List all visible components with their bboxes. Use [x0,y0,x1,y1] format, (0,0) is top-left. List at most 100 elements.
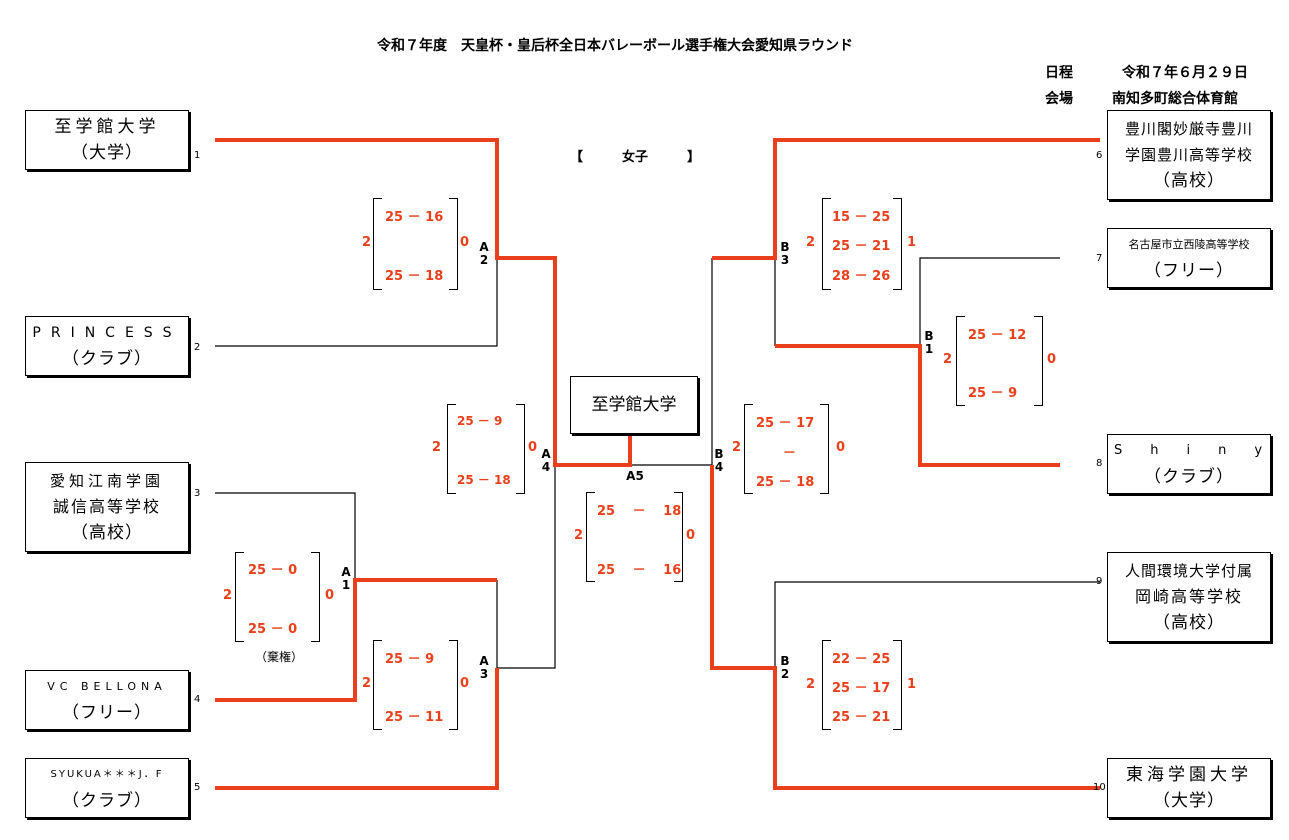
set-score: 28 － 26 [832,269,891,284]
match-score-left: 2 [574,528,584,543]
team-category: （フリー） [1144,261,1234,281]
set-score: 25 － 18 [385,269,444,284]
set-score: 25 － 11 [385,710,444,725]
match-score-left: 2 [223,588,233,603]
set-score: 25 － 0 [248,563,298,578]
set-score: 22 － 25 [832,652,891,667]
score-bracket-right [516,404,525,494]
seed-number: 2 [194,342,201,353]
team-category: （高校） [1153,171,1225,191]
match-label: A5 [626,469,644,483]
date-label: 日程 [1045,65,1073,81]
date-value: 令和７年６月２９日 [1122,65,1248,81]
team-4: VC BELLONA （フリー） [25,670,189,730]
match-score-right: 0 [528,440,538,455]
seed-number: 5 [194,782,201,793]
team-category: （クラブ） [62,791,152,811]
seed-number: 10 [1093,782,1106,793]
score-bracket-right [449,198,458,290]
team-name: SYUKUA＊＊＊J．F [50,769,164,780]
team-7: 名古屋市立西陵高等学校 （フリー） [1107,228,1271,288]
team-9: 人間環境大学付属 岡崎高等学校 （高校） [1107,552,1271,642]
set-score: 25 － 9 [457,414,503,428]
venue-label: 会場 [1045,91,1073,107]
set-score: 25 － 18 [756,475,815,490]
score-bracket-right [674,492,683,582]
score-bracket-left [235,552,244,642]
set-score: 25 － 18 [597,504,682,519]
set-score: 25 － 0 [248,622,298,637]
venue-value: 南知多町総合体育館 [1112,91,1238,107]
set-score: 25 － 16 [597,563,682,578]
team-name-line-2: 誠信高等学校 [52,497,161,516]
score-bracket-left [447,404,456,494]
team-category: （高校） [1153,613,1225,633]
match-score-right: 0 [460,235,470,250]
match-score-left: 2 [806,235,816,250]
team-category: （クラブ） [62,349,152,369]
match-score-left: 2 [362,235,372,250]
team-category: （クラブ） [1144,467,1234,487]
score-bracket-right [1034,316,1043,406]
team-name: PRINCESS [32,325,182,341]
team-3: 愛知江南学園 誠信高等学校 （高校） [25,462,189,552]
team-1: 至学館大学 （大学） [25,110,189,170]
set-score: 25 － 9 [385,652,435,667]
seed-number: 8 [1096,458,1103,469]
score-bracket-left [822,640,831,730]
seed-number: 6 [1096,150,1103,161]
set-score: 25 － 21 [832,239,891,254]
seed-number: 4 [194,694,201,705]
team-name-line-1: 豊川閣妙厳寺豊川 [1124,120,1253,138]
team-name: 至学館大学 [54,117,160,137]
team-10: 東海学園大学 （大学） [1107,758,1271,818]
seed-number: 1 [194,150,201,161]
team-6: 豊川閣妙厳寺豊川 学園豊川高等学校 （高校） [1107,110,1271,200]
team-category: （大学） [71,143,143,163]
set-score: 25 － 12 [968,328,1027,343]
score-bracket-right [449,640,458,730]
match-score-right: 1 [907,677,917,692]
set-score: 25 － 17 [756,416,815,431]
team-name-line-2: 学園豊川高等学校 [1124,146,1253,164]
set-score: － [783,446,797,461]
team-name: 名古屋市立西陵高等学校 [1128,238,1250,251]
set-score: 25 － 17 [832,681,891,696]
match-score-left: 2 [806,677,816,692]
score-bracket-left [373,198,382,290]
forfeit-note: （棄権） [255,650,304,664]
team-name-line-1: 愛知江南学園 [49,472,164,490]
team-category: （フリー） [62,703,152,723]
team-category: （高校） [71,523,143,543]
match-score-right: 0 [1047,352,1057,367]
team-name: VC BELLONA [47,680,167,693]
score-bracket-right [893,640,902,730]
score-bracket-right [893,198,902,290]
match-score-left: 2 [943,352,953,367]
team-5: SYUKUA＊＊＊J．F （クラブ） [25,758,189,818]
match-score-left: 2 [362,676,372,691]
seed-number: 3 [194,488,201,499]
score-bracket-left [822,198,831,290]
match-score-left: 2 [732,440,742,455]
team-name: 東海学園大学 [1126,765,1252,785]
team-name: Shiny [1114,443,1289,458]
set-score: 25 － 16 [385,210,444,225]
match-score-right: 1 [907,235,917,250]
score-bracket-left [586,492,595,582]
seed-number: 7 [1096,253,1103,264]
set-score: 25 － 9 [968,386,1018,401]
team-8: Shiny （クラブ） [1107,434,1271,494]
set-score: 15 － 25 [832,210,891,225]
match-score-right: 0 [836,440,846,455]
set-score: 25 － 21 [832,710,891,725]
champion-box: 至学館大学 [570,376,698,434]
